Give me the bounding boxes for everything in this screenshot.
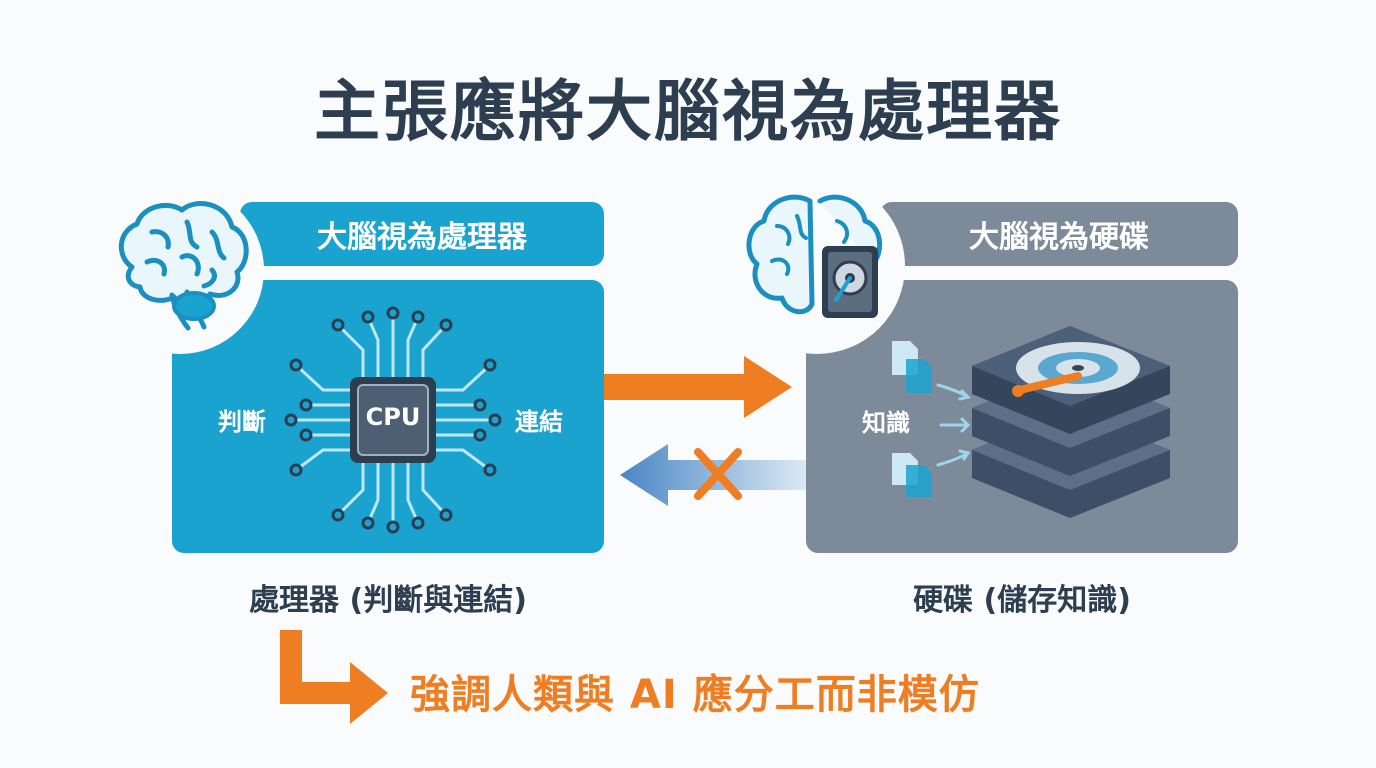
brain-disk-icon: [729, 178, 905, 354]
conclusion-text: 強調人類與 AI 應分工而非模仿: [410, 672, 980, 718]
connection-label: 連結: [515, 408, 563, 436]
judgment-label: 判斷: [218, 408, 266, 436]
conclusion-arrow-icon: [280, 630, 388, 724]
cpu-label: CPU: [365, 403, 421, 431]
harddisk-caption: 硬碟 (儲存知識): [913, 583, 1131, 618]
brain-icon: [96, 186, 264, 354]
forward-arrow-icon: [604, 356, 792, 418]
page-title: 主張應將大腦視為處理器: [314, 73, 1062, 150]
processor-panel-title: 大腦視為處理器: [317, 220, 527, 255]
knowledge-files-icon: [892, 341, 971, 497]
knowledge-label: 知識: [862, 409, 910, 437]
processor-panel-header: 大腦視為處理器: [240, 202, 604, 266]
harddisk-panel-header: 大腦視為硬碟: [880, 202, 1238, 266]
cpu-chip-diagram: [284, 306, 502, 534]
processor-caption: 處理器 (判斷與連結): [249, 583, 527, 618]
blocked-reverse-arrow-icon: [620, 444, 806, 506]
harddisk-panel-title: 大腦視為硬碟: [969, 220, 1149, 255]
hard-disk-stack-icon: [972, 326, 1170, 518]
